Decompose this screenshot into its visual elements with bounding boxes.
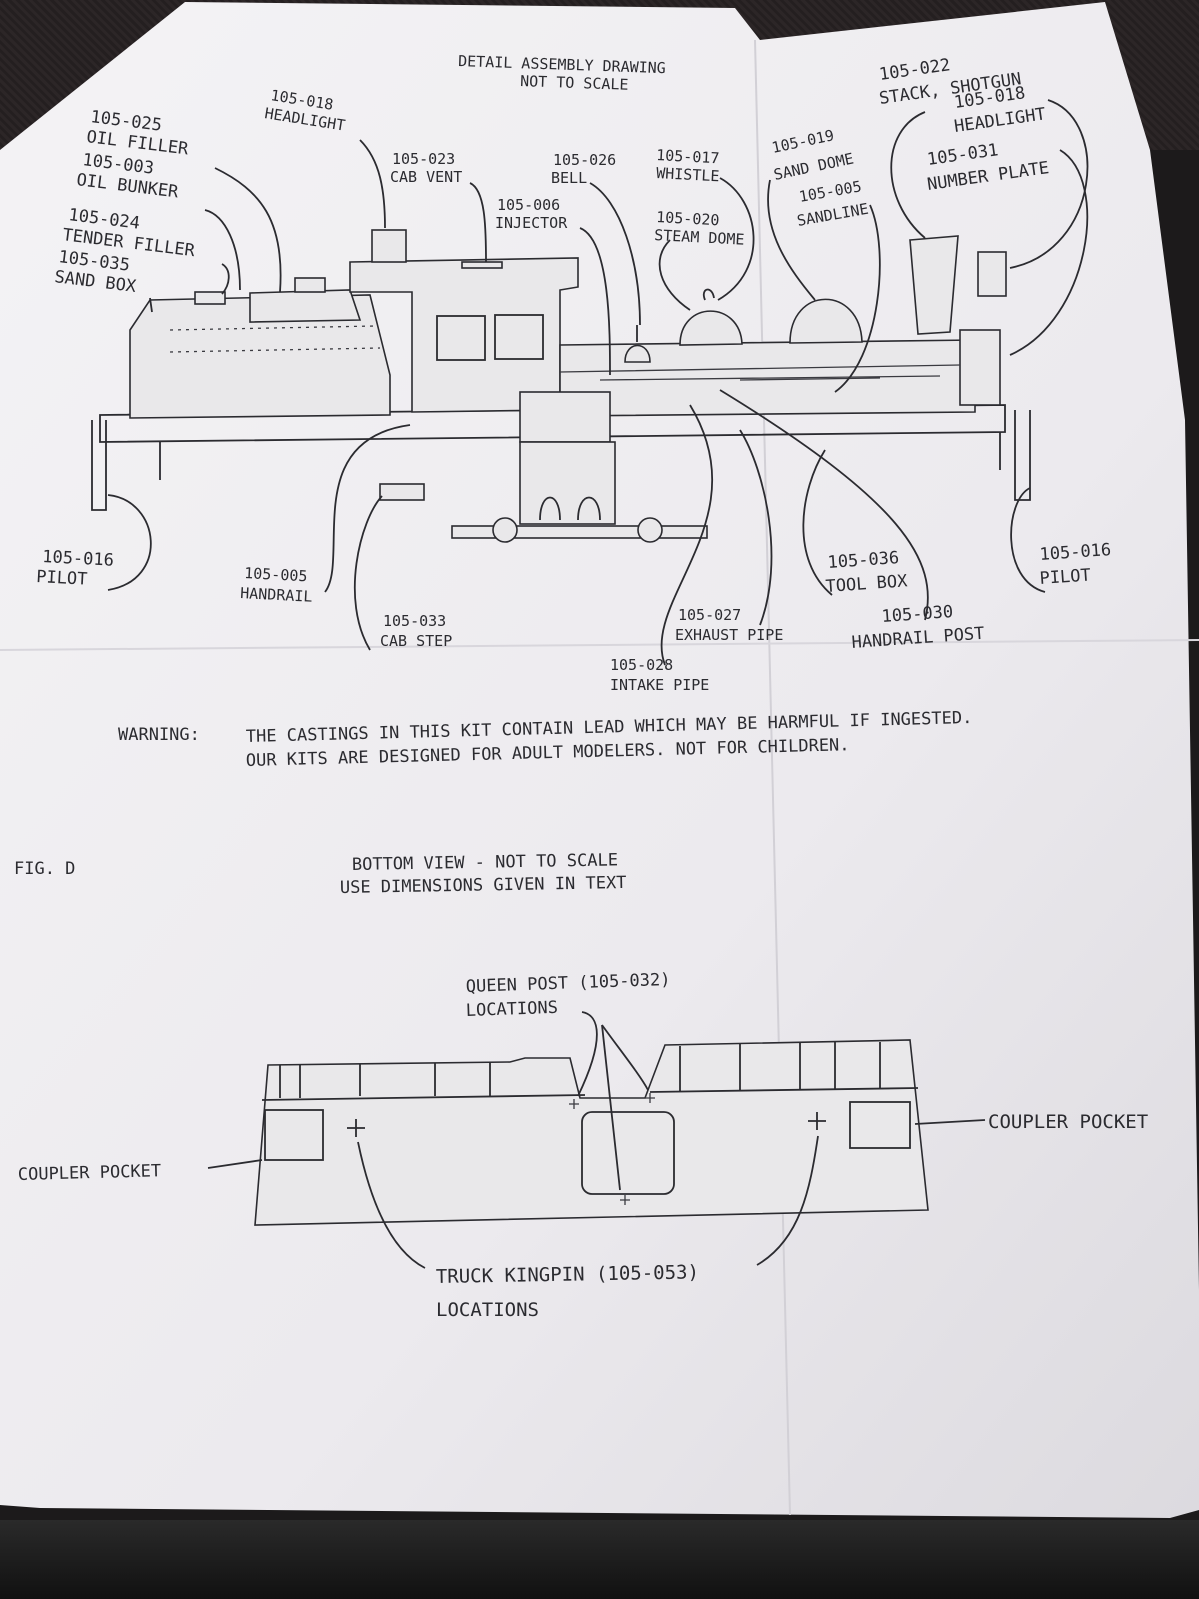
part-intake-pipe-name: INTAKE PIPE xyxy=(610,676,709,694)
part-pilot-right-name: PILOT xyxy=(1039,565,1091,589)
truck-kingpin-label-line2: LOCATIONS xyxy=(436,1299,539,1321)
part-steam-dome-name: STEAM DOME xyxy=(654,226,745,249)
part-handrail-post-code: 105-030 xyxy=(881,602,954,627)
figure-label: FIG. D xyxy=(14,859,75,879)
part-pilot-left-name: PILOT xyxy=(36,567,88,590)
part-cab-vent-name: CAB VENT xyxy=(390,168,462,186)
part-whistle-name: WHISTLE xyxy=(656,164,720,185)
fold-crease-horizontal xyxy=(0,639,1199,651)
part-whistle-code: 105-017 xyxy=(656,146,720,167)
bottom-view-title-line1: BOTTOM VIEW - NOT TO SCALE xyxy=(352,850,618,875)
bottom-view-drawing xyxy=(207,1011,986,1269)
part-cab-step-name: CAB STEP xyxy=(380,632,452,650)
coupler-pocket-right-label: COUPLER POCKET xyxy=(988,1111,1148,1133)
part-intake-pipe-code: 105-028 xyxy=(610,656,673,674)
part-exhaust-pipe-name: EXHAUST PIPE xyxy=(675,626,783,644)
fold-crease-vertical xyxy=(754,39,791,1516)
locomotive-side-view xyxy=(91,229,1031,543)
part-injector-name: INJECTOR xyxy=(495,214,568,232)
part-cab-step-code: 105-033 xyxy=(383,612,446,630)
part-injector-code: 105-006 xyxy=(497,196,560,214)
queen-post-label-line2: LOCATIONS xyxy=(465,998,558,1021)
truck-kingpin-label-line1: TRUCK KINGPIN (105-053) xyxy=(436,1261,699,1288)
part-handrail-code: 105-005 xyxy=(244,564,308,585)
bottom-view-labels: QUEEN POST (105-032) LOCATIONS COUPLER P… xyxy=(18,970,1149,1321)
top-title-line2: NOT TO SCALE xyxy=(520,72,629,94)
part-tool-box-code: 105-036 xyxy=(827,548,900,573)
warning-label: WARNING: xyxy=(118,725,200,745)
part-pilot-left-code: 105-016 xyxy=(42,547,115,571)
part-handrail-name: HANDRAIL xyxy=(240,584,313,606)
part-exhaust-pipe-code: 105-027 xyxy=(678,606,741,624)
part-bell-code: 105-026 xyxy=(553,151,616,169)
part-cab-vent-code: 105-023 xyxy=(392,150,455,168)
coupler-pocket-left-label: COUPLER POCKET xyxy=(18,1161,162,1185)
part-steam-dome-code: 105-020 xyxy=(656,208,720,229)
part-bell-name: BELL xyxy=(551,169,587,187)
leader-lines-top xyxy=(107,99,1089,666)
part-pilot-right-code: 105-016 xyxy=(1039,540,1112,565)
background-floor xyxy=(0,1520,1199,1599)
